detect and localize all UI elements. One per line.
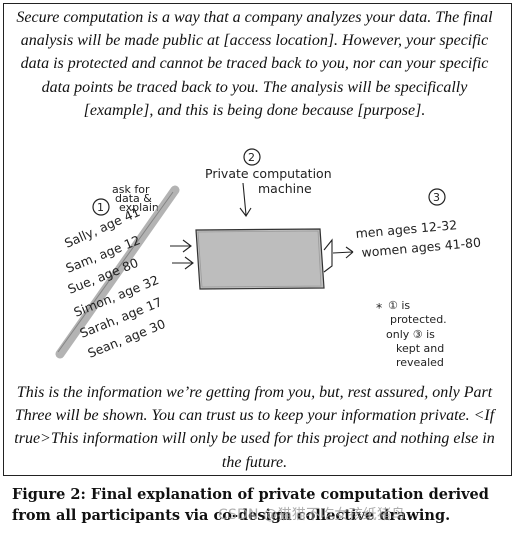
- computation-machine-shading: [197, 230, 322, 288]
- strike-stroke-edge: [57, 191, 174, 353]
- step3-circle: [428, 188, 446, 206]
- input-arrow-lower: [172, 256, 194, 270]
- step2-circle: [243, 148, 261, 166]
- step1-circle: [92, 198, 110, 216]
- step1-note-line3: explain: [119, 201, 159, 214]
- note-line2: protected.: [390, 313, 447, 326]
- step2-arrow: [239, 182, 252, 217]
- bottom-paragraph: This is the information we’re getting fr…: [14, 384, 495, 471]
- intro-paragraph: Secure computation is a way that a compa…: [16, 9, 493, 119]
- computation-machine: [195, 228, 325, 290]
- step2-number: 2: [248, 151, 255, 164]
- step3-number: 3: [433, 191, 440, 204]
- step2-label-line1: Private computation: [205, 166, 332, 181]
- note-line5: revealed: [396, 356, 444, 369]
- output-funnel: [323, 238, 333, 273]
- hand-drawn-diagram: 1 ask for data & explain Sally, age 41 S…: [55, 148, 482, 369]
- step2-label-line2: machine: [258, 181, 312, 196]
- note-line1: ① is: [388, 299, 410, 312]
- output-arrow: [332, 246, 354, 259]
- note-line4: kept and: [396, 342, 444, 355]
- figure-frame: [3, 3, 512, 476]
- input-arrow-upper: [170, 239, 192, 253]
- note-line3: only ③ is: [386, 328, 435, 341]
- strike-stroke: [55, 185, 180, 359]
- step1-number: 1: [97, 201, 104, 214]
- figure-caption: Figure 2: Final explanation of private c…: [12, 486, 489, 524]
- watermark: CSDN @猫猫不吃女孩纸猪鸟: [218, 507, 406, 523]
- step1-note-line2: data &: [115, 192, 152, 205]
- step1-note-line1: ask for: [112, 183, 150, 196]
- note-star: *: [376, 300, 382, 315]
